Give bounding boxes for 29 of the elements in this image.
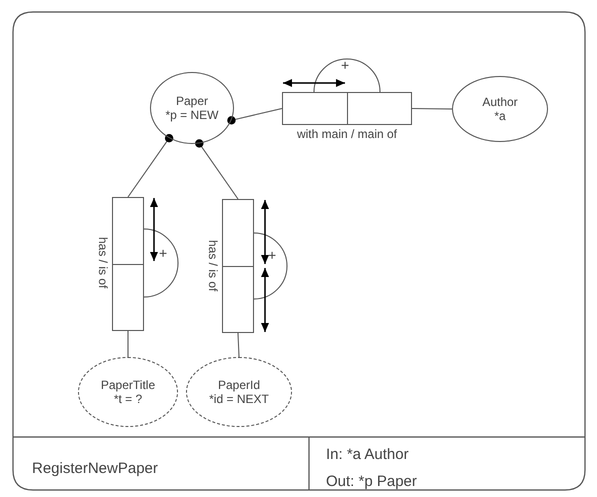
node-label: *id = NEXT	[209, 392, 269, 406]
fact-type-box	[222, 199, 254, 333]
fact-type-reading: has / is of	[96, 237, 110, 289]
fact-type-reading: with main / main of	[296, 127, 398, 141]
constraint-mark: +	[268, 246, 276, 263]
connector-line	[227, 108, 282, 125]
node-label: Paper	[176, 94, 208, 108]
node-label: *a	[494, 109, 506, 123]
fact-type-reading: has / is of	[206, 240, 220, 292]
fact-type-box	[112, 197, 144, 331]
fact-type-box	[282, 92, 412, 125]
value-type-ellipse	[78, 357, 178, 427]
entity-type-ellipse	[150, 72, 234, 144]
value-type-ellipse	[186, 357, 292, 427]
node-label: PaperId	[218, 378, 260, 392]
entity-type-ellipse	[452, 76, 548, 142]
node-label: PaperTitle	[100, 378, 156, 392]
constraint-mark: +	[341, 56, 350, 73]
connector-line	[195, 139, 238, 200]
connector-line	[412, 108, 452, 110]
node-label: *t = ?	[114, 392, 142, 406]
node-label: *p = NEW	[165, 108, 218, 122]
constraint-mark: +	[159, 244, 168, 261]
label: RegisterNewPaper	[32, 460, 158, 477]
label: In: *a Author	[326, 446, 409, 463]
node-label: Author	[482, 95, 518, 109]
label: Out: *p Paper	[326, 473, 417, 490]
connector-line	[128, 134, 174, 198]
connector-line	[238, 332, 240, 358]
